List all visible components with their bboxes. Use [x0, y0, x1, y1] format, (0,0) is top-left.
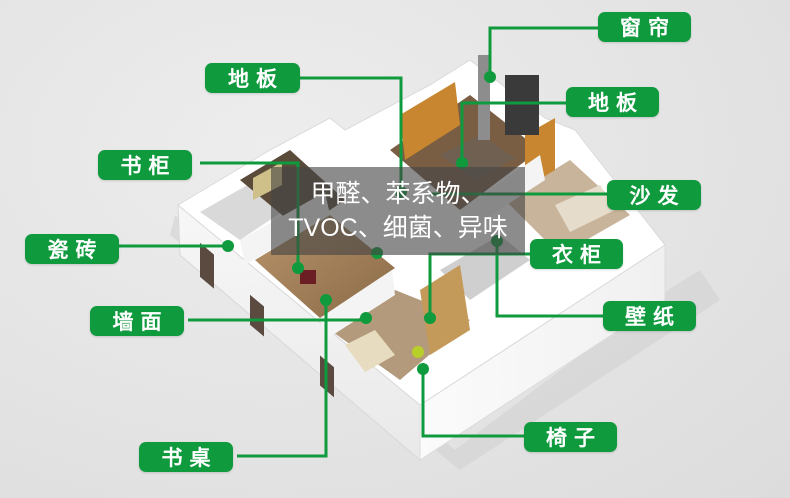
facade-window-2: [250, 294, 264, 337]
label-tile[interactable]: 瓷砖: [25, 234, 119, 264]
label-desk[interactable]: 书桌: [139, 442, 233, 472]
line-floor-top: [300, 76, 403, 192]
label-curtain[interactable]: 窗帘: [598, 12, 691, 42]
line-floor-right: [460, 101, 568, 163]
chair-shape: [412, 346, 424, 358]
pollutants-overlay: 甲醛、苯系物、 TVOC、细菌、异味: [271, 167, 525, 255]
master-bed: [555, 185, 615, 232]
line-desk: [237, 300, 328, 458]
pollutants-line-2: TVOC、细菌、异味: [288, 214, 508, 242]
label-wall[interactable]: 墙面: [90, 306, 184, 336]
dot-bookcase: [292, 262, 304, 274]
label-bookcase[interactable]: 书柜: [98, 150, 192, 180]
armchair-shape: [300, 270, 316, 284]
dot-wall: [360, 312, 372, 324]
partition-2: [320, 270, 395, 340]
label-sofa[interactable]: 沙发: [607, 180, 701, 210]
label-floor-right[interactable]: 地板: [566, 87, 659, 117]
label-wardrobe[interactable]: 衣柜: [530, 239, 623, 269]
tv-wall: [400, 82, 460, 160]
ground-shadow: [170, 215, 720, 470]
label-wallpaper[interactable]: 壁纸: [603, 301, 696, 331]
dot-wardrobe: [424, 312, 436, 324]
rug: [440, 135, 515, 180]
line-wallpaper: [495, 241, 605, 318]
facade-window-1: [200, 242, 214, 289]
line-curtain: [488, 26, 600, 77]
dot-desk: [320, 294, 332, 306]
dot-tile: [222, 240, 234, 252]
wardrobe-shape: [420, 265, 470, 355]
window-dark: [505, 75, 539, 135]
dot-floor-right: [456, 157, 468, 169]
bed-shape: [345, 330, 395, 372]
label-chair[interactable]: 椅子: [524, 422, 617, 452]
curtain-shape: [478, 55, 490, 140]
label-floor-top-left[interactable]: 地板: [205, 63, 300, 93]
pollutants-line-1: 甲醛、苯系物、: [310, 180, 486, 208]
dot-chair: [417, 363, 429, 375]
line-chair: [421, 369, 527, 438]
dot-curtain: [484, 71, 496, 83]
